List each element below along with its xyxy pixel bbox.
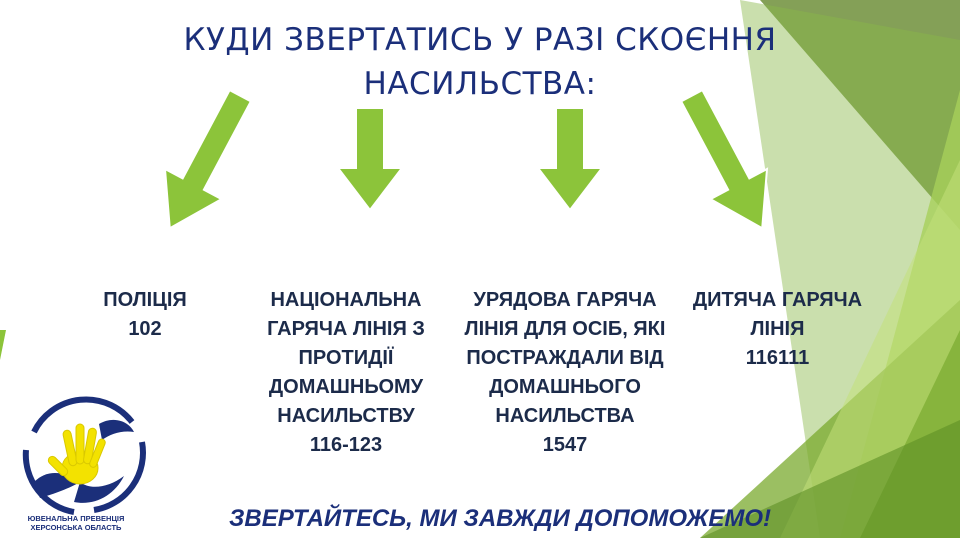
title-line-1: КУДИ ЗВЕРТАТИСЬ У РАЗІ СКОЄННЯ bbox=[183, 22, 777, 58]
page-title: КУДИ ЗВЕРТАТИСЬ У РАЗІ СКОЄННЯ НАСИЛЬСТВ… bbox=[140, 18, 820, 106]
arrow-down-icon bbox=[538, 108, 602, 210]
arrow-down-icon bbox=[163, 88, 253, 230]
arrow-down-icon bbox=[338, 108, 402, 210]
contact-number: 1547 bbox=[542, 434, 588, 456]
title-line-2: НАСИЛЬСТВА: bbox=[363, 66, 597, 102]
contact-national-hotline: НАЦІОНАЛЬНА ГАРЯЧА ЛІНІЯ З ПРОТИДІЇ ДОМА… bbox=[240, 257, 452, 489]
contact-name: ПОЛІЦІЯ bbox=[103, 289, 187, 311]
contact-child-hotline: ДИТЯЧА ГАРЯЧА ЛІНІЯ 116111 bbox=[665, 257, 890, 402]
hands-logo-icon bbox=[22, 396, 146, 515]
contact-name: ДИТЯЧА ГАРЯЧА ЛІНІЯ bbox=[692, 289, 863, 340]
logo-line-1: ЮВЕНАЛЬНА ПРЕВЕНЦІЯ bbox=[27, 514, 125, 523]
contact-name: УРЯДОВА ГАРЯЧА ЛІНІЯ ДЛЯ ОСІБ, ЯКІ ПОСТР… bbox=[464, 289, 666, 427]
logo-caption: ЮВЕНАЛЬНА ПРЕВЕНЦІЯ ХЕРСОНСЬКА ОБЛАСТЬ bbox=[6, 514, 146, 532]
contact-name: НАЦІОНАЛЬНА ГАРЯЧА ЛІНІЯ З ПРОТИДІЇ ДОМА… bbox=[267, 289, 425, 427]
logo-line-2: ХЕРСОНСЬКА ОБЛАСТЬ bbox=[30, 523, 122, 532]
footer-slogan: ЗВЕРТАЙТЕСЬ, МИ ЗАВЖДИ ДОПОМОЖЕМО! bbox=[228, 505, 772, 532]
contact-government-hotline: УРЯДОВА ГАРЯЧА ЛІНІЯ ДЛЯ ОСІБ, ЯКІ ПОСТР… bbox=[460, 257, 670, 489]
contact-number: 116111 bbox=[745, 347, 810, 369]
contact-police: ПОЛІЦІЯ 102 bbox=[80, 257, 210, 373]
contact-number: 102 bbox=[128, 318, 162, 340]
contact-number: 116-123 bbox=[309, 434, 383, 456]
arrow-down-icon bbox=[679, 88, 769, 230]
